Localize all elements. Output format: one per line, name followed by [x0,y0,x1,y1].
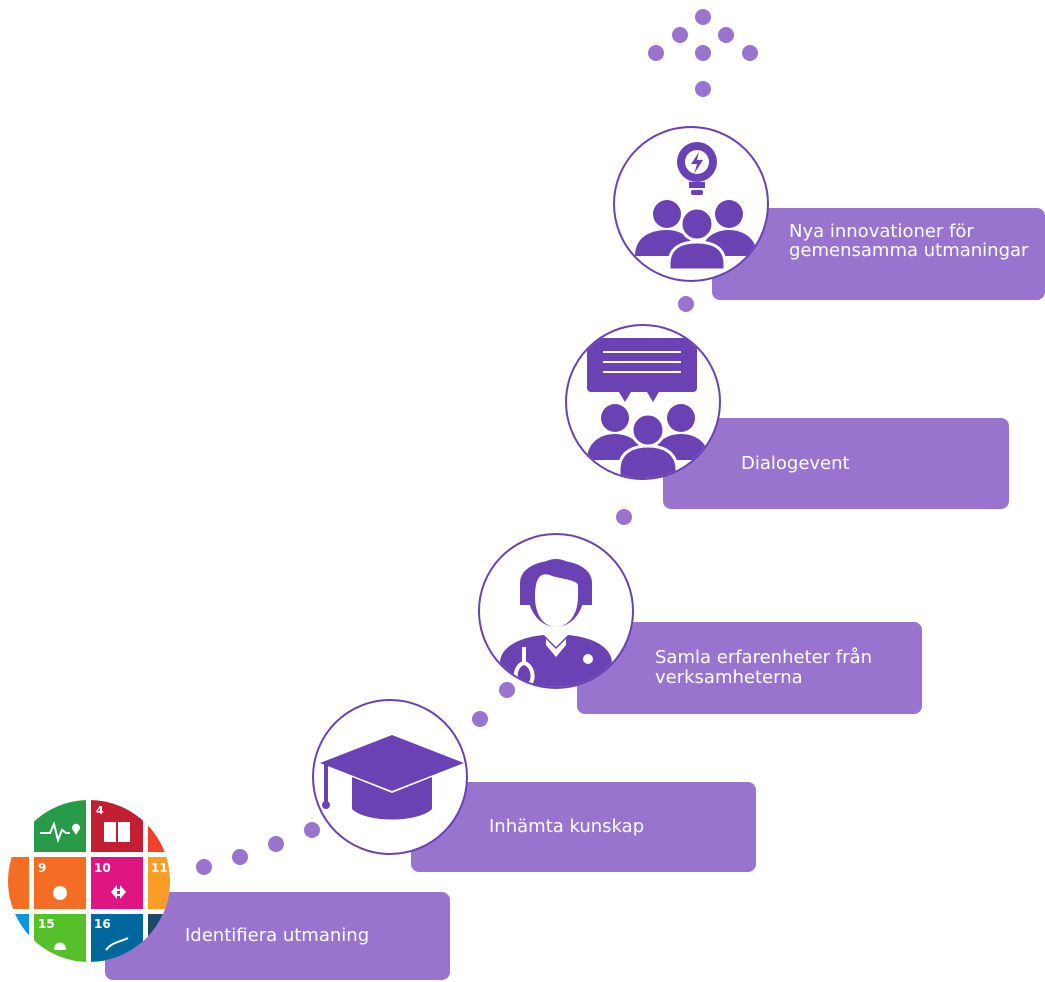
group-lightbulb-icon [613,126,769,282]
svg-text:4: 4 [96,804,104,817]
sdg-tile [91,857,143,909]
sdg-goals-icon: 4 9 10 11 15 16 [8,800,170,962]
svg-text:10: 10 [94,861,111,875]
step-box-erfarenheter: Samla erfarenheter från verksamheterna [577,622,922,714]
svg-text:15: 15 [38,917,55,931]
sdg-tile [148,857,170,909]
step-box-innovationer: Nya innovationer för gemensamma utmaning… [712,208,1045,300]
group-speech-bubble-icon [565,324,721,480]
step-box-dialogevent: Dialogevent [663,418,1009,509]
step-label: Inhämta kunskap [489,816,645,837]
graduation-cap-icon [312,699,468,855]
step-label: Dialogevent [741,452,850,474]
step-label: Identifiera utmaning [185,925,370,946]
sdg-grid: 4 9 10 11 15 16 [8,800,170,962]
sdg-tile [34,857,86,909]
svg-text:9: 9 [38,861,46,875]
step-label: Nya innovationer för gemensamma utmaning… [789,221,1029,261]
doctor-stethoscope-icon [478,533,634,689]
step-box-kunskap: Inhämta kunskap [411,782,756,872]
svg-text:11: 11 [151,861,168,875]
step-label: Samla erfarenheter från verksamheterna [655,647,872,688]
svg-text:16: 16 [94,917,111,931]
